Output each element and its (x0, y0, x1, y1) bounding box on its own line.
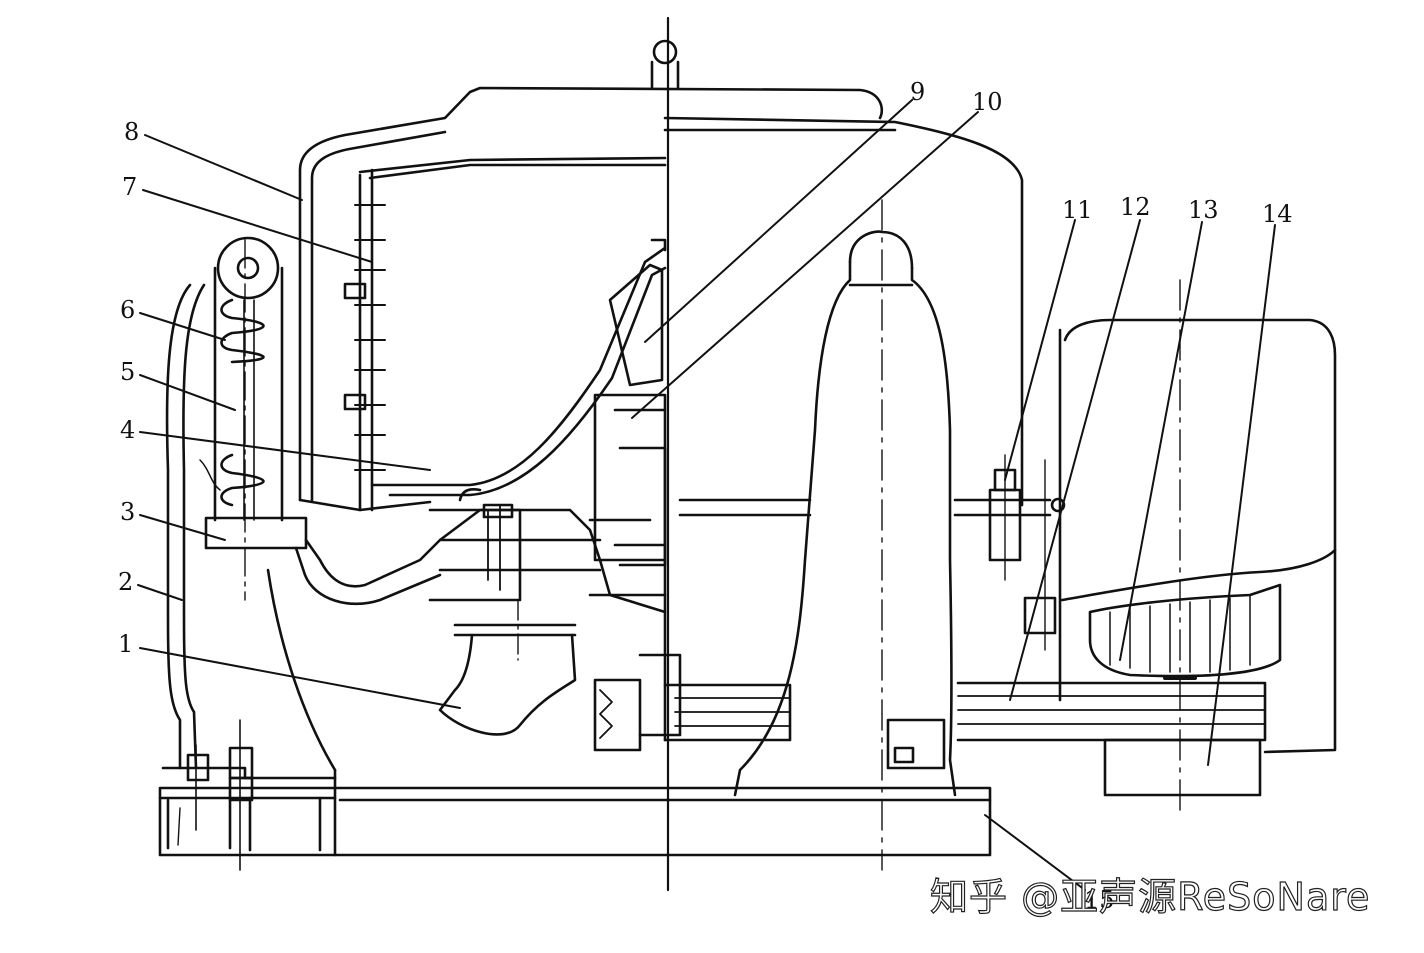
base-frame (158, 766, 992, 857)
callout-labels: 1 2 3 4 5 6 7 8 9 10 11 12 13 14 15 (118, 78, 1293, 914)
leader-line-4 (139, 431, 431, 471)
callout-8: 8 (124, 118, 139, 146)
callout-10: 10 (972, 88, 1003, 116)
callout-1: 1 (118, 630, 133, 658)
leader-line-15 (984, 814, 1086, 891)
bowl-and-drain (294, 488, 667, 736)
callout-5: 5 (120, 358, 135, 386)
leader-line-8 (144, 134, 303, 201)
leader-lines (137, 99, 1276, 891)
leader-line-12 (1009, 219, 1141, 701)
leader-line-2 (137, 584, 183, 601)
motor-mount-bolts (988, 454, 1066, 651)
foundation-bolts (186, 719, 254, 871)
callout-4: 4 (120, 416, 135, 444)
callout-3: 3 (120, 498, 135, 526)
leader-line-6 (139, 312, 226, 341)
callout-13: 13 (1188, 196, 1219, 224)
callout-6: 6 (120, 296, 135, 324)
leader-line-5 (139, 374, 236, 411)
leader-line-13 (1119, 221, 1203, 661)
support-pillar (733, 199, 957, 871)
center-shaft (593, 16, 682, 892)
callout-2: 2 (118, 568, 133, 596)
spring-suspension (199, 236, 308, 601)
callout-14: 14 (1262, 200, 1293, 228)
callout-15: 15 (1084, 886, 1115, 914)
callout-11: 11 (1062, 196, 1093, 224)
callout-9: 9 (910, 78, 925, 106)
leader-line-7 (142, 189, 373, 263)
callout-12: 12 (1120, 193, 1151, 221)
watermark-text: 知乎 @亚声源ReSoNare (929, 874, 1371, 919)
outer-housing (165, 283, 337, 772)
leader-line-3 (139, 514, 226, 541)
leader-line-9 (644, 99, 913, 343)
leader-line-10 (631, 111, 979, 419)
callout-7: 7 (122, 173, 137, 201)
leader-line-1 (139, 647, 461, 709)
inner-hub (370, 238, 667, 597)
leader-line-11 (1004, 219, 1076, 481)
leader-line-14 (1207, 224, 1276, 766)
drum-casing (298, 86, 1024, 512)
drive-shaft-band (663, 498, 1267, 742)
